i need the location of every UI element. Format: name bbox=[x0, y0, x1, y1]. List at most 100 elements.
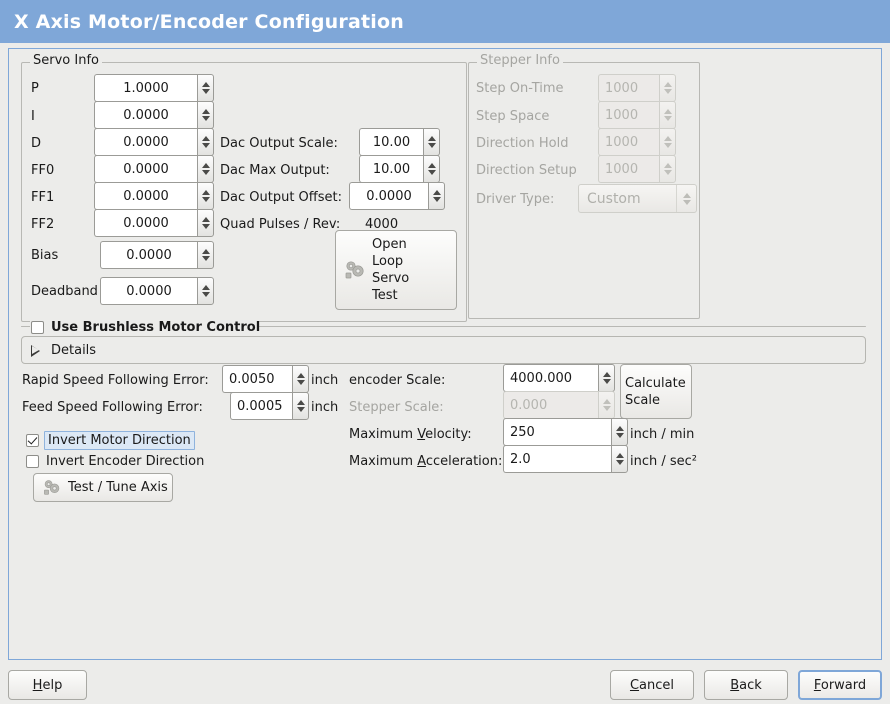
step-space-value: 1000 bbox=[598, 101, 659, 129]
encoder-scale-buttons[interactable] bbox=[598, 364, 615, 392]
servo-spin-deadband-buttons[interactable] bbox=[197, 277, 214, 305]
servo-spin-ff1-value[interactable]: 0.0000 bbox=[94, 182, 197, 210]
stepper-scale-buttons bbox=[598, 391, 615, 419]
servo-spin-ff0-value[interactable]: 0.0000 bbox=[94, 155, 197, 183]
step-space-buttons bbox=[659, 101, 676, 129]
rapid-following-error-spin[interactable]: 0.0050 bbox=[222, 365, 309, 393]
maximum-velocity-buttons[interactable] bbox=[611, 418, 628, 446]
encoder-scale-spin[interactable]: 4000.000 bbox=[503, 364, 615, 392]
servo-spin-ff2-value[interactable]: 0.0000 bbox=[94, 209, 197, 237]
step-on-time-spin: 1000 bbox=[598, 74, 676, 102]
dac-output-offset-value[interactable]: 0.0000 bbox=[349, 182, 428, 210]
feed-following-error-unit: inch bbox=[311, 400, 339, 415]
servo-spin-bias-buttons[interactable] bbox=[197, 241, 214, 269]
direction-setup-spin: 1000 bbox=[598, 155, 676, 183]
dac-output-scale-value[interactable]: 10.00 bbox=[359, 128, 423, 156]
maximum-velocity-spin[interactable]: 250 bbox=[503, 418, 628, 446]
cancel-rest: ancel bbox=[639, 677, 675, 693]
servo-spin-deadband-value[interactable]: 0.0000 bbox=[100, 277, 197, 305]
servo-spin-p-value[interactable]: 1.0000 bbox=[94, 74, 197, 102]
maximum-acceleration-value[interactable]: 2.0 bbox=[503, 445, 611, 473]
direction-setup-buttons bbox=[659, 155, 676, 183]
servo-spin-ff1-buttons[interactable] bbox=[197, 182, 214, 210]
help-mnemonic: H bbox=[32, 677, 43, 693]
servo-spin-ff2[interactable]: 0.0000 bbox=[94, 209, 214, 237]
feed-following-error-value[interactable]: 0.0005 bbox=[230, 392, 292, 420]
details-expander-label: Details bbox=[51, 343, 97, 358]
direction-hold-value: 1000 bbox=[598, 128, 659, 156]
servo-spin-bias-value[interactable]: 0.0000 bbox=[100, 241, 197, 269]
servo-label-d: D bbox=[31, 136, 42, 151]
calculate-scale-line-1: Calculate bbox=[625, 375, 686, 391]
brushless-details-panel bbox=[21, 336, 866, 364]
open-loop-line-1: Open bbox=[372, 237, 407, 252]
servo-spin-d[interactable]: 0.0000 bbox=[94, 128, 214, 156]
invert-encoder-direction-checkbox[interactable]: Invert Encoder Direction bbox=[26, 454, 204, 469]
brushless-checkbox-box[interactable] bbox=[31, 321, 44, 334]
direction-hold-buttons bbox=[659, 128, 676, 156]
max-accel-label-mnemonic: A bbox=[417, 454, 426, 469]
driver-type-label: Driver Type: bbox=[476, 192, 555, 207]
servo-spin-i[interactable]: 0.0000 bbox=[94, 101, 214, 129]
rapid-following-error-buttons[interactable] bbox=[292, 365, 309, 393]
servo-label-ff0: FF0 bbox=[31, 163, 55, 178]
content-panel: Servo Info P I D FF0 FF1 FF2 Bias Deadba… bbox=[8, 48, 882, 660]
encoder-scale-value[interactable]: 4000.000 bbox=[503, 364, 598, 392]
forward-button[interactable]: Forward bbox=[798, 670, 882, 700]
dac-output-offset-buttons[interactable] bbox=[428, 182, 445, 210]
dac-max-output-buttons[interactable] bbox=[423, 155, 440, 183]
servo-spin-p[interactable]: 1.0000 bbox=[94, 74, 214, 102]
servo-info-legend: Servo Info bbox=[30, 54, 102, 68]
servo-spin-p-buttons[interactable] bbox=[197, 74, 214, 102]
test-tune-axis-button[interactable]: Test / Tune Axis bbox=[33, 473, 173, 502]
feed-following-error-buttons[interactable] bbox=[292, 392, 309, 420]
servo-spin-d-value[interactable]: 0.0000 bbox=[94, 128, 197, 156]
dac-max-output-value[interactable]: 10.00 bbox=[359, 155, 423, 183]
direction-setup-value: 1000 bbox=[598, 155, 659, 183]
invert-encoder-direction-label: Invert Encoder Direction bbox=[46, 454, 205, 469]
dac-output-offset-spin[interactable]: 0.0000 bbox=[349, 182, 445, 210]
invert-motor-checkbox-box[interactable] bbox=[26, 434, 39, 447]
maximum-velocity-value[interactable]: 250 bbox=[503, 418, 611, 446]
invert-motor-direction-checkbox[interactable]: Invert Motor Direction bbox=[26, 431, 195, 450]
rapid-following-error-value[interactable]: 0.0050 bbox=[222, 365, 292, 393]
help-button[interactable]: Help bbox=[8, 670, 87, 700]
use-brushless-motor-control-checkbox[interactable]: Use Brushless Motor Control bbox=[31, 320, 260, 335]
back-button[interactable]: Back bbox=[704, 670, 788, 700]
calculate-scale-label: Calculate Scale bbox=[621, 375, 691, 409]
brushless-legend-spacer bbox=[30, 318, 258, 332]
servo-spin-i-buttons[interactable] bbox=[197, 101, 214, 129]
calculate-scale-button[interactable]: Calculate Scale bbox=[620, 364, 692, 419]
dac-output-scale-buttons[interactable] bbox=[423, 128, 440, 156]
stepper-info-legend: Stepper Info bbox=[477, 54, 563, 68]
dac-max-output-spin[interactable]: 10.00 bbox=[359, 155, 440, 183]
cancel-button[interactable]: Cancel bbox=[610, 670, 694, 700]
servo-spin-deadband[interactable]: 0.0000 bbox=[100, 277, 214, 305]
cancel-button-label: Cancel bbox=[630, 678, 674, 693]
invert-encoder-checkbox-box[interactable] bbox=[26, 455, 39, 468]
servo-spin-i-value[interactable]: 0.0000 bbox=[94, 101, 197, 129]
dac-output-scale-spin[interactable]: 10.00 bbox=[359, 128, 440, 156]
gears-icon-2 bbox=[41, 478, 63, 497]
max-velocity-label-pre: Maximum bbox=[349, 427, 418, 442]
servo-spin-d-buttons[interactable] bbox=[197, 128, 214, 156]
brushless-group bbox=[21, 318, 866, 332]
servo-spin-ff1[interactable]: 0.0000 bbox=[94, 182, 214, 210]
details-expander[interactable]: Details bbox=[31, 343, 96, 358]
feed-following-error-spin[interactable]: 0.0005 bbox=[230, 392, 309, 420]
servo-spin-ff0-buttons[interactable] bbox=[197, 155, 214, 183]
open-loop-servo-test-button[interactable]: Open Loop Servo Test bbox=[335, 230, 457, 310]
calculate-scale-line-2: Scale bbox=[625, 392, 660, 408]
maximum-acceleration-buttons[interactable] bbox=[611, 445, 628, 473]
servo-label-ff2: FF2 bbox=[31, 217, 55, 232]
gears-icon bbox=[342, 259, 368, 281]
rapid-following-error-label: Rapid Speed Following Error: bbox=[22, 373, 209, 388]
servo-spin-bias[interactable]: 0.0000 bbox=[100, 241, 214, 269]
feed-following-error-label: Feed Speed Following Error: bbox=[22, 400, 203, 415]
forward-rest: orward bbox=[820, 677, 867, 693]
servo-spin-ff0[interactable]: 0.0000 bbox=[94, 155, 214, 183]
maximum-acceleration-spin[interactable]: 2.0 bbox=[503, 445, 628, 473]
servo-spin-ff2-buttons[interactable] bbox=[197, 209, 214, 237]
stepper-scale-label: Stepper Scale: bbox=[349, 400, 444, 415]
